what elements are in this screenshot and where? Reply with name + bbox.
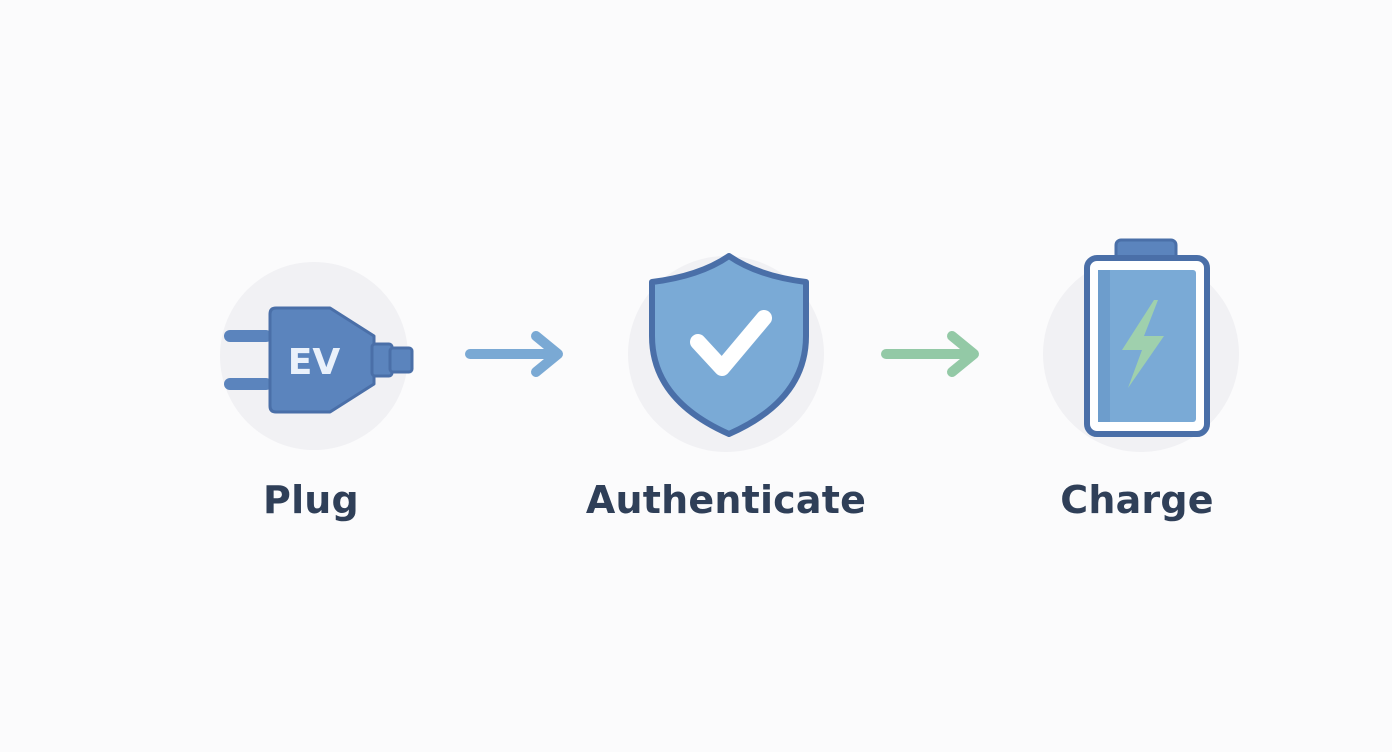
battery-bolt-icon	[1084, 238, 1210, 438]
arrow-right-icon	[465, 330, 566, 378]
step-label-authenticate: Authenticate	[585, 478, 867, 522]
step-label-charge: Charge	[1060, 478, 1214, 522]
arrow-right-icon	[881, 330, 982, 378]
step-label-plug: Plug	[263, 478, 359, 522]
shield-check-icon	[646, 252, 812, 438]
ev-plug-icon: EV	[222, 306, 418, 414]
ev-plug-text: EV	[288, 342, 341, 383]
